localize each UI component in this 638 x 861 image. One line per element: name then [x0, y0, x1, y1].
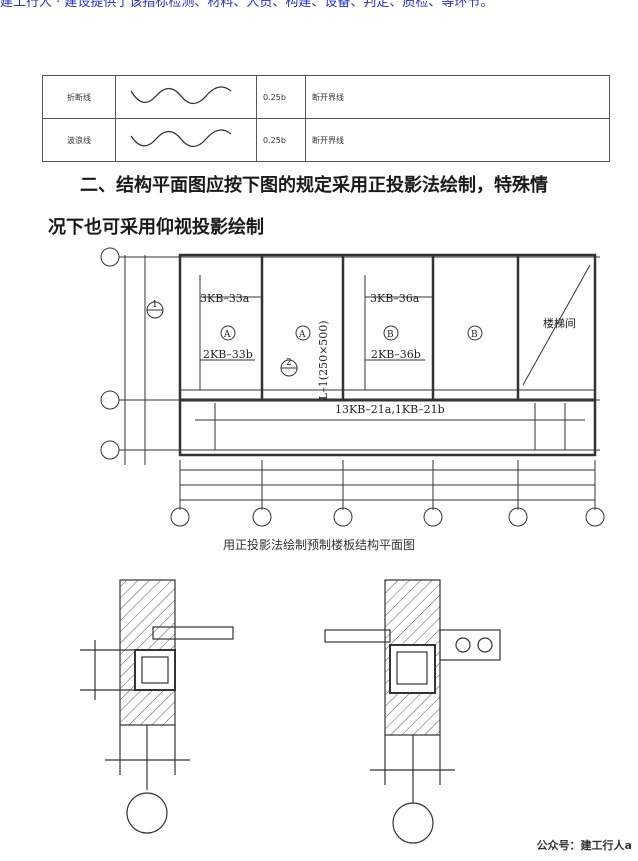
stair-label: 楼梯间 [543, 316, 576, 330]
wave-line-sample [115, 118, 257, 162]
corridor-label: 13KB–21a,1KB–21b [335, 403, 445, 416]
slab-label: 2KB–36b [371, 348, 421, 361]
section-heading-line1: 二、结构平面图应按下图的规定采用正投影法绘制，特殊情 [80, 175, 548, 196]
figure-caption: 用正投影法绘制预制楼板结构平面图 [222, 538, 415, 552]
section-details-drawing [80, 579, 501, 844]
slab-label: 3KB–36a [370, 292, 420, 305]
mark-b: B [387, 330, 394, 340]
table-row: 波浪线 0.25b 断开界线 [42, 118, 610, 162]
line-name: 波浪线 [42, 118, 116, 162]
section-heading-line2: 况下也可采用仰视投影绘制 [48, 217, 264, 238]
break-line-sample [115, 75, 257, 119]
slab-label: 3KB–33a [200, 292, 250, 305]
watermark: 公众号：建工行人a [536, 839, 632, 852]
line-width: 0.25b [256, 75, 306, 119]
top-text: 建工行人 · 建设提供了该指标检测、材料、人员、构建、设备、判定、质检、等环节。 [0, 0, 494, 9]
floor-plan-drawing: 3KB–33a 2KB–33b 3KB–36a 2KB–36b 13KB–21a… [100, 247, 605, 527]
line-usage: 断开界线 [305, 118, 610, 162]
line-type-table: 折断线 0.25b 断开界线 波浪线 0.25b 断开界线 [42, 75, 610, 162]
line-width: 0.25b [256, 118, 306, 162]
line-name: 折断线 [42, 75, 116, 119]
mark-a: A [223, 330, 231, 340]
slab-label: 2KB–33b [203, 348, 253, 361]
table-row: 折断线 0.25b 断开界线 [42, 75, 610, 119]
mark-a: A [298, 330, 306, 340]
section-mark: 2 [286, 358, 292, 368]
line-usage: 断开界线 [305, 75, 610, 119]
section-mark: 1 [152, 300, 158, 310]
mark-b: B [471, 330, 478, 340]
beam-label: L–1(250×500) [317, 320, 330, 400]
